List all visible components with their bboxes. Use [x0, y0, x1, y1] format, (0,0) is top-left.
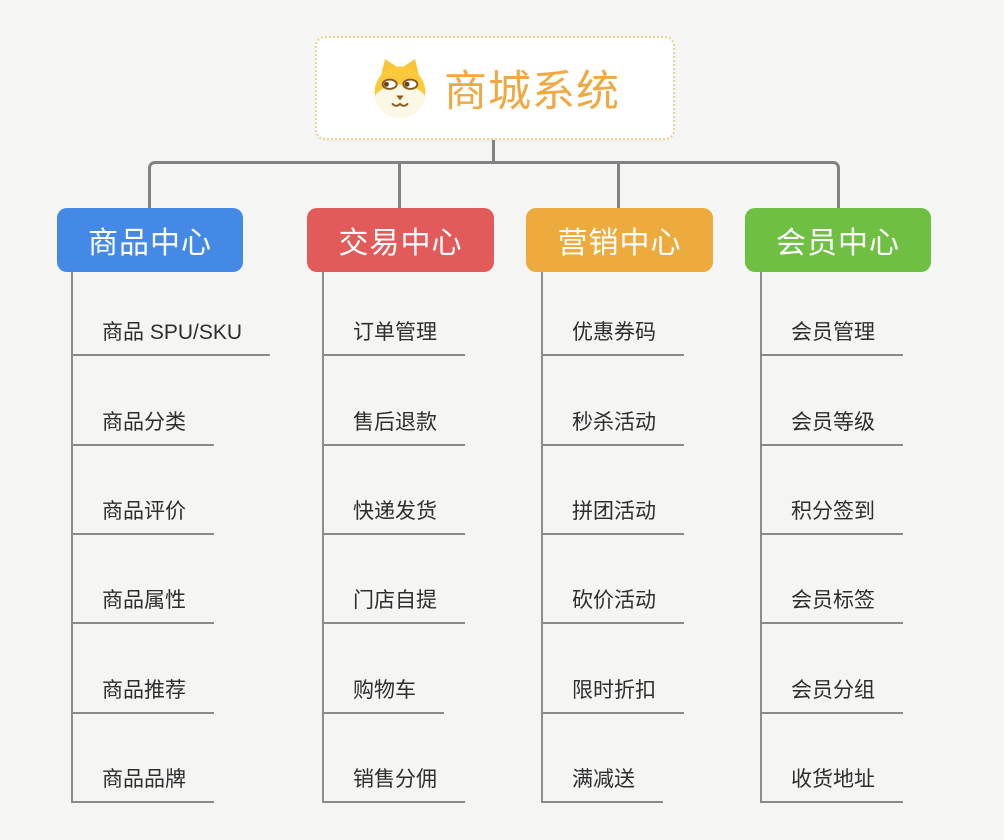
leaf-node-coupon-code[interactable]: 优惠券码	[541, 320, 684, 356]
root-label: 商城系统	[444, 68, 620, 116]
leaf-node-member-tag[interactable]: 会员标签	[760, 588, 903, 624]
connector-drop-marketing	[617, 163, 620, 209]
leaf-node-shipping-address[interactable]: 收货地址	[760, 767, 903, 803]
leaf-node-product-recommend[interactable]: 商品推荐	[71, 678, 214, 714]
leaf-node-flash-sale[interactable]: 秒杀活动	[541, 410, 684, 446]
branch-node-marketing-center[interactable]: 营销中心	[526, 208, 713, 272]
leaf-node-store-pickup[interactable]: 门店自提	[322, 588, 465, 624]
leaf-node-member-group[interactable]: 会员分组	[760, 678, 903, 714]
leaf-node-sales-commission[interactable]: 销售分佣	[322, 767, 465, 803]
leaf-node-member-level[interactable]: 会员等级	[760, 410, 903, 446]
leaf-node-order-management[interactable]: 订单管理	[322, 320, 465, 356]
connector-drop-trade	[398, 163, 401, 209]
leaf-node-member-management[interactable]: 会员管理	[760, 320, 903, 356]
leaf-node-product-spu-sku[interactable]: 商品 SPU/SKU	[71, 320, 271, 356]
leaf-node-aftersale-refund[interactable]: 售后退款	[322, 410, 465, 446]
connector-spine-products	[71, 271, 73, 803]
leaf-node-limited-time-discount[interactable]: 限时折扣	[541, 678, 684, 714]
dog-face-icon	[370, 56, 430, 120]
leaf-node-product-attribute[interactable]: 商品属性	[71, 588, 214, 624]
leaf-node-shopping-cart[interactable]: 购物车	[322, 678, 444, 714]
leaf-node-express-delivery[interactable]: 快递发货	[322, 499, 465, 535]
leaf-node-product-brand[interactable]: 商品品牌	[71, 767, 214, 803]
branch-node-member-center[interactable]: 会员中心	[745, 208, 931, 272]
branch-node-trade-center[interactable]: 交易中心	[307, 208, 494, 272]
connector-root-stem	[492, 139, 495, 163]
leaf-node-group-buy[interactable]: 拼团活动	[541, 499, 684, 535]
connector-spine-marketing	[541, 271, 543, 803]
connector-spine-members	[760, 271, 762, 803]
root-node-mall-system[interactable]: 商城系统	[315, 36, 675, 140]
branch-node-product-center[interactable]: 商品中心	[57, 208, 243, 272]
connector-bus	[148, 161, 840, 209]
leaf-node-bargain-activity[interactable]: 砍价活动	[541, 588, 684, 624]
leaf-node-product-category[interactable]: 商品分类	[71, 410, 214, 446]
leaf-node-points-checkin[interactable]: 积分签到	[760, 499, 903, 535]
connector-spine-trade	[322, 271, 324, 803]
leaf-node-product-review[interactable]: 商品评价	[71, 499, 214, 535]
leaf-node-full-reduction[interactable]: 满减送	[541, 767, 663, 803]
